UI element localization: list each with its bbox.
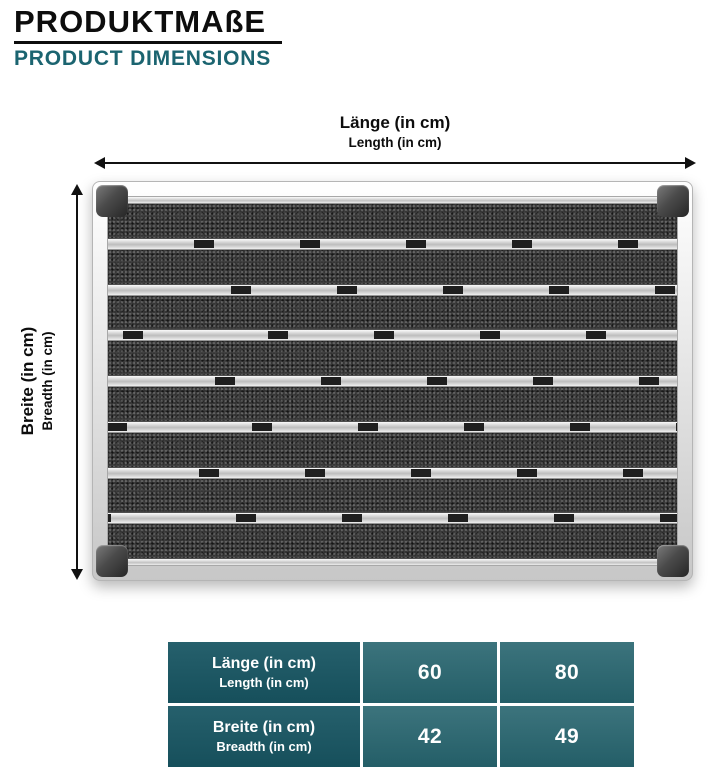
carpet-strip — [108, 203, 677, 239]
carpet-strip — [108, 340, 677, 376]
arrow-left-head-icon — [94, 157, 105, 169]
table-label-german: Breite (in cm) — [212, 719, 316, 736]
corner-cap-top-right — [657, 185, 689, 217]
carpet-strip — [108, 248, 677, 285]
breadth-dimension-arrow — [71, 184, 83, 580]
table-label-english: Breadth (in cm) — [216, 739, 312, 754]
table-value-length-2: 80 — [500, 642, 634, 703]
page-title-english: PRODUCT DIMENSIONS — [14, 47, 272, 70]
breadth-label-german: Breite (in cm) — [18, 326, 37, 436]
aluminum-band — [108, 197, 677, 203]
table-value-length-1: 60 — [363, 642, 497, 703]
aluminum-rail — [108, 376, 677, 386]
breadth-label-english: Breadth (in cm) — [40, 331, 55, 431]
doormat-product-image — [92, 181, 693, 581]
aluminum-rail — [108, 421, 677, 432]
carpet-strip — [108, 523, 677, 559]
table-value-breadth-2: 49 — [500, 706, 634, 767]
doormat-strips — [108, 203, 677, 559]
table-row-label-breadth: Breite (in cm) Breadth (in cm) — [168, 706, 360, 767]
breadth-dimension-label: Breite (in cm) Breadth (in cm) — [18, 301, 58, 461]
aluminum-rail — [108, 330, 677, 341]
carpet-strip — [108, 386, 677, 422]
length-label-german: Länge (in cm) — [339, 113, 451, 132]
length-dimension-label: Länge (in cm) Length (in cm) — [290, 113, 500, 150]
table-label-english: Length (in cm) — [219, 675, 309, 690]
header-divider — [14, 41, 282, 44]
arrow-line — [103, 162, 687, 164]
carpet-strip — [108, 431, 677, 468]
aluminum-rail — [108, 513, 677, 524]
doormat-surface — [107, 196, 678, 566]
table-label-german: Länge (in cm) — [211, 655, 316, 672]
table-value-breadth-1: 42 — [363, 706, 497, 767]
carpet-strip — [108, 477, 677, 514]
arrow-down-head-icon — [71, 569, 83, 580]
dimensions-table: Länge (in cm) Length (in cm) 60 80 Breit… — [168, 642, 634, 767]
aluminum-rail — [108, 238, 677, 249]
length-label-english: Length (in cm) — [348, 135, 442, 150]
table-row-label-length: Länge (in cm) Length (in cm) — [168, 642, 360, 703]
corner-cap-bottom-left — [96, 545, 128, 577]
length-dimension-arrow — [94, 157, 696, 169]
corner-cap-top-left — [96, 185, 128, 217]
arrow-up-head-icon — [71, 184, 83, 195]
carpet-strip — [108, 294, 677, 331]
aluminum-rail — [108, 467, 677, 478]
arrow-right-head-icon — [685, 157, 696, 169]
page-title-german: PRODUKTMAßE — [14, 4, 267, 39]
aluminum-band — [108, 559, 677, 565]
arrow-line — [76, 193, 78, 571]
corner-cap-bottom-right — [657, 545, 689, 577]
aluminum-rail — [108, 284, 677, 295]
